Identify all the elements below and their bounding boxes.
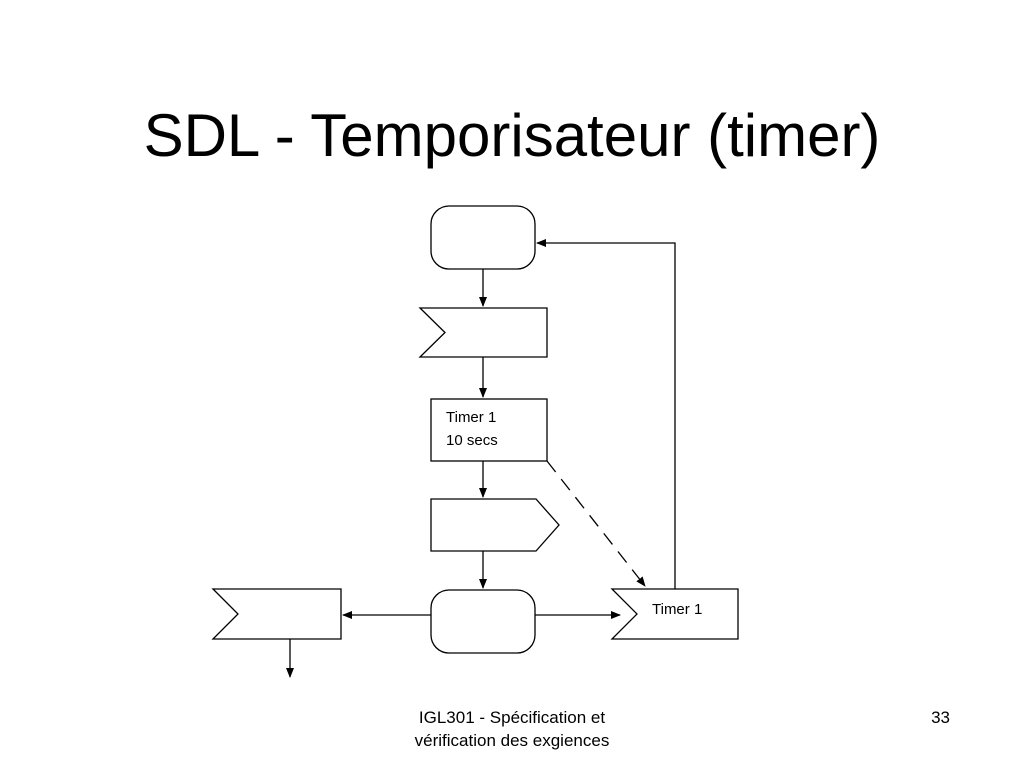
set-timer-task <box>430 398 548 462</box>
timer-input-signal <box>610 588 739 640</box>
state-wait <box>430 589 536 654</box>
page-number: 33 <box>931 708 950 727</box>
loop-back-arrow <box>536 239 676 589</box>
output-signal <box>430 498 560 552</box>
footer-course: IGL301 - Spécification et vérification d… <box>362 706 662 752</box>
state-start <box>430 205 536 270</box>
slide-title: SDL - Temporisateur (timer) <box>143 102 881 169</box>
timer-input-label: Timer 1 <box>652 601 702 618</box>
timer-dashed-link <box>546 460 646 587</box>
set-timer-duration: 10 secs <box>446 432 498 449</box>
set-timer-name: Timer 1 <box>446 409 496 426</box>
footer-line-2: vérification des exgiences <box>414 731 610 750</box>
input-signal <box>418 307 548 358</box>
left-input-signal <box>211 588 342 640</box>
footer-line-1: IGL301 - Spécification et <box>418 708 606 727</box>
